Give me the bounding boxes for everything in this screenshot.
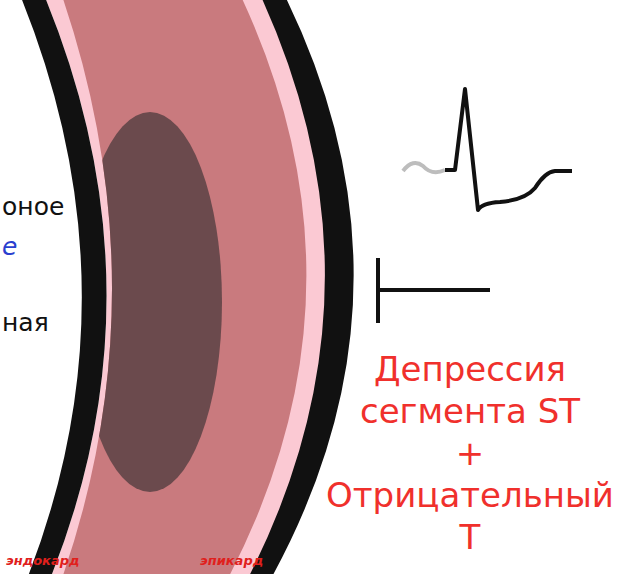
layer-label: эндокард <box>6 553 80 568</box>
partial-label: оное <box>2 192 64 221</box>
partial-label: ная <box>2 308 49 337</box>
p-wave <box>403 163 445 172</box>
endocardium-border <box>18 0 107 574</box>
finding-line: + <box>322 432 618 474</box>
electrode-lead <box>378 288 490 292</box>
layer-label: эпикард <box>200 553 263 568</box>
finding-text: Депрессия сегмента ST+Отрицательный Т <box>322 348 618 558</box>
finding-line: Отрицательный Т <box>322 474 618 558</box>
finding-line: Депрессия сегмента ST <box>322 348 618 432</box>
partial-label: е <box>2 232 17 261</box>
ecg-complex <box>445 89 572 210</box>
